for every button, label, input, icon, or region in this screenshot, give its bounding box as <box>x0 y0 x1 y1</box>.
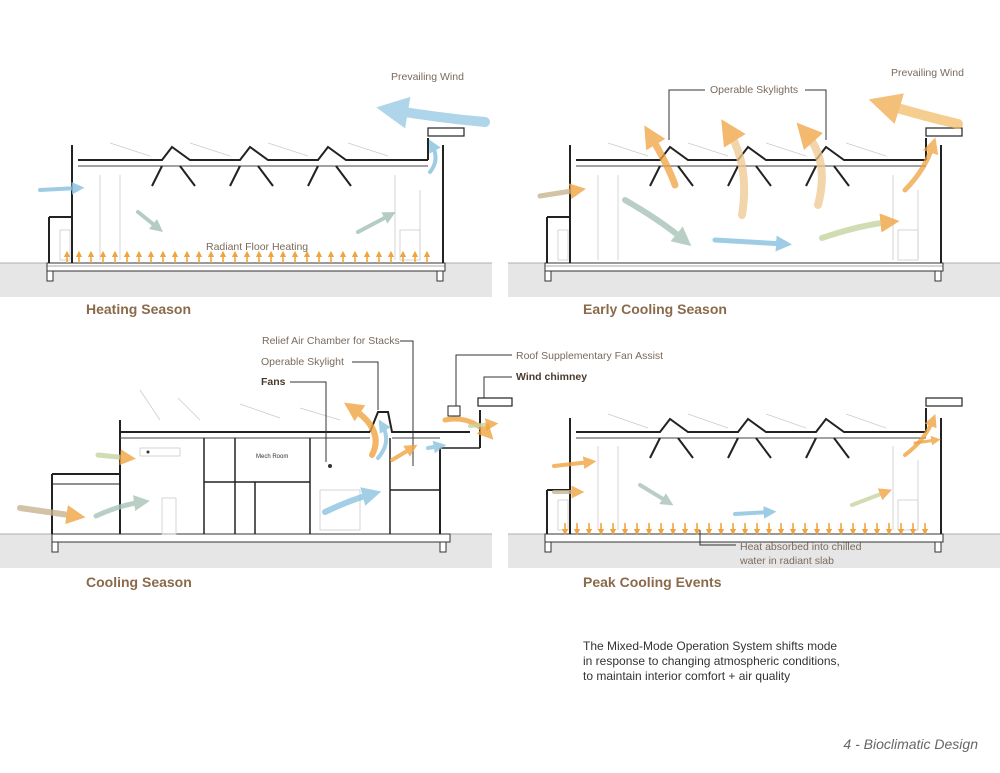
operable-skylight-label: Operable Skylight <box>261 356 344 368</box>
fans-label: Fans <box>261 376 286 388</box>
early-cooling-section-drawing <box>508 89 1000 297</box>
heating-prevailing-wind-label: Prevailing Wind <box>391 71 464 83</box>
cooling-season-title: Cooling Season <box>86 574 192 590</box>
early-cooling-season-title: Early Cooling Season <box>583 301 727 317</box>
description-line: in response to changing atmospheric cond… <box>583 654 840 668</box>
roof-supplementary-fan-label: Roof Supplementary Fan Assist <box>516 350 664 362</box>
heat-absorbed-label-line1: Heat absorbed into chilled <box>740 541 862 553</box>
relief-air-chamber-label: Relief Air Chamber for Stacks <box>262 335 400 347</box>
heating-section-drawing <box>0 96 492 297</box>
wind-chimney-label: Wind chimney <box>516 371 588 383</box>
peak-cooling-events-title: Peak Cooling Events <box>583 574 722 590</box>
operable-skylights-label: Operable Skylights <box>710 84 799 96</box>
description-text: The Mixed-Mode Operation System shifts m… <box>583 639 840 684</box>
page-label: 4 - Bioclimatic Design <box>843 736 978 752</box>
early-cooling-prevailing-wind-label: Prevailing Wind <box>891 67 964 79</box>
description-line: The Mixed-Mode Operation System shifts m… <box>583 639 838 653</box>
cooling-section-drawing <box>0 340 513 568</box>
peak-cooling-section-drawing <box>508 397 1000 568</box>
heat-absorbed-label-line2: water in radiant slab <box>740 555 834 567</box>
mech-room-label: Mech Room <box>256 454 289 460</box>
radiant-floor-heating-label: Radiant Floor Heating <box>206 241 309 253</box>
heating-season-title: Heating Season <box>86 301 192 317</box>
description-line: to maintain interior comfort + air quali… <box>583 669 791 683</box>
